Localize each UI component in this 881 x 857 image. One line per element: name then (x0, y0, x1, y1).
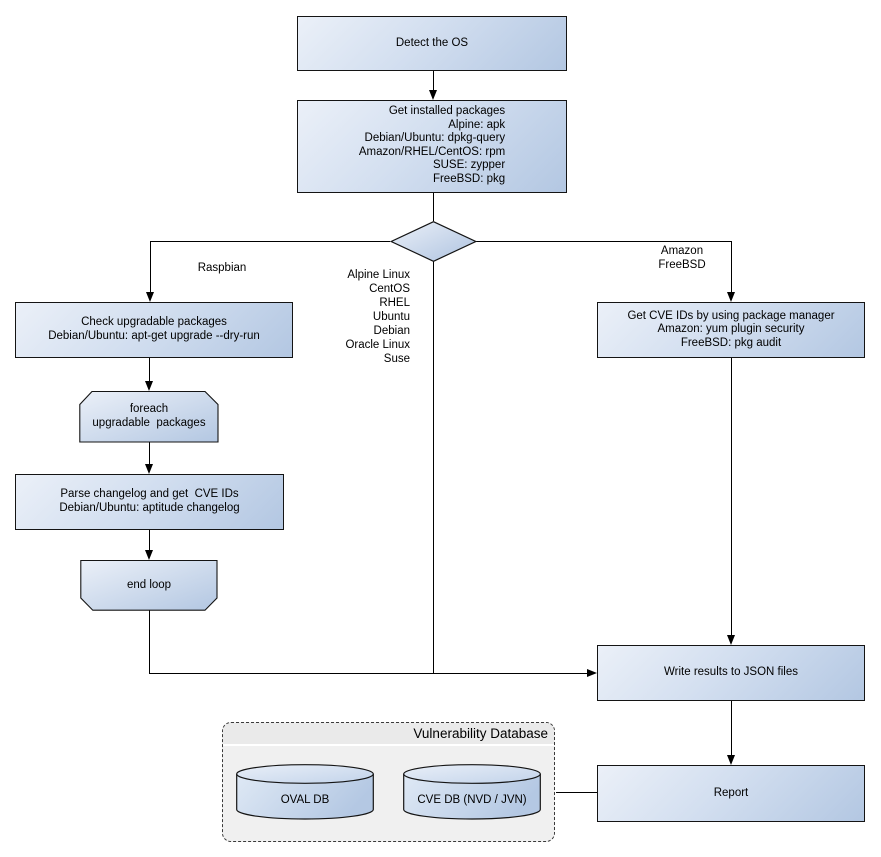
edge-endloop-down (149, 610, 150, 673)
oval-db-cylinder (236, 764, 374, 820)
edge-parse-to-endloop (149, 530, 150, 550)
edge-decision-right-vertical (731, 241, 732, 292)
node-foreach-label: foreach upgradable packages (92, 403, 206, 429)
node-parse-changelog-label: Parse changelog and get CVE IDs Debian/U… (59, 488, 240, 514)
edge-packages-to-decision (433, 193, 434, 221)
decision-diamond (390, 221, 477, 262)
node-foreach: foreach upgradable packages (79, 391, 219, 443)
arrowhead-into-parse (144, 464, 153, 474)
node-parse-changelog: Parse changelog and get CVE IDs Debian/U… (15, 474, 284, 530)
edge-decision-left-vertical (150, 241, 151, 292)
edge-decision-right-horizontal (476, 241, 731, 242)
arrowhead-into-report (726, 755, 735, 765)
node-check-upgradable-packages: Check upgradable packages Debian/Ubuntu:… (15, 302, 293, 358)
arrowhead-into-write-results-top (726, 635, 735, 645)
cve-db-cylinder (403, 764, 541, 820)
node-write-results-label: Write results to JSON files (664, 666, 798, 679)
node-check-upgradable-packages-label: Check upgradable packages Debian/Ubuntu:… (48, 316, 260, 342)
cve-db-label: CVE DB (NVD / JVN) (417, 794, 527, 807)
edge-foreach-to-parse (149, 442, 150, 464)
node-get-cve-ids-label: Get CVE IDs by using package manager Ama… (627, 309, 835, 349)
edge-database-to-report (556, 792, 597, 793)
vulnerability-database-title: Vulnerability Database (413, 726, 548, 741)
loop-start-shape (79, 391, 219, 443)
arrowhead-into-check-upgradable (145, 292, 154, 302)
edge-decision-left-horizontal (150, 241, 390, 242)
edge-write-results-to-report (731, 701, 732, 755)
edge-label-amazon-freebsd: Amazon FreeBSD (658, 245, 706, 271)
edge-check-to-foreach (149, 358, 150, 381)
cve-db: CVE DB (NVD / JVN) (403, 764, 541, 829)
arrowhead-into-packages (428, 90, 437, 100)
node-get-installed-packages: Get installed packages Alpine: apk Debia… (297, 100, 567, 193)
node-detect-os-label: Detect the OS (395, 36, 469, 49)
edge-getcve-to-write-results (731, 358, 732, 635)
arrowhead-into-foreach (144, 381, 153, 391)
arrowhead-into-get-cve-ids (726, 292, 735, 302)
node-get-cve-ids: Get CVE IDs by using package manager Ama… (597, 302, 865, 358)
node-detect-os: Detect the OS (297, 16, 567, 71)
oval-db-label: OVAL DB (280, 794, 330, 807)
loop-end-shape (80, 560, 218, 611)
edge-detect-to-packages (433, 71, 434, 91)
oval-db: OVAL DB (236, 764, 374, 829)
node-end-loop: end loop (80, 560, 218, 611)
arrowhead-into-write-results-left (587, 668, 597, 677)
node-report-label: Report (713, 786, 749, 799)
arrowhead-into-endloop (144, 550, 153, 560)
node-end-loop-label: end loop (126, 578, 172, 591)
edge-label-os-list: Alpine Linux CentOS RHEL Ubuntu Debian O… (345, 269, 410, 365)
edge-label-raspbian: Raspbian (197, 262, 247, 274)
edge-decision-center-vertical (433, 261, 434, 673)
node-write-results: Write results to JSON files (597, 645, 865, 701)
node-get-installed-packages-label: Get installed packages Alpine: apk Debia… (358, 105, 506, 185)
edge-merge-to-write-results (149, 673, 587, 674)
node-report: Report (597, 765, 865, 822)
vulnerability-database-header: Vulnerability Database (223, 723, 554, 746)
